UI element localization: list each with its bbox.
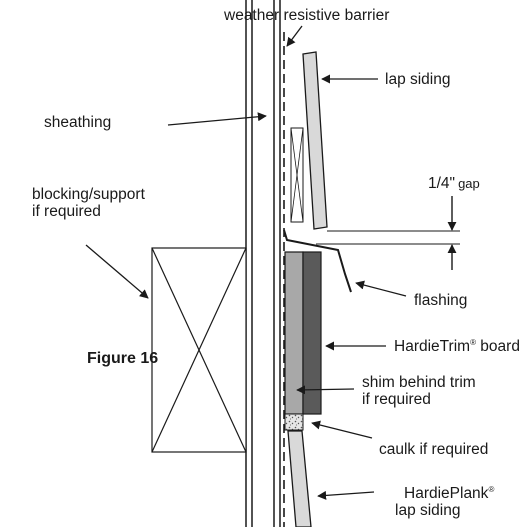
label-sheathing: sheathing [44, 114, 111, 131]
leader-shim [296, 385, 355, 395]
hardieplank-mark: ® [488, 485, 494, 494]
label-caulk: caulk if required [379, 441, 488, 458]
hardietrim-mark: ® [470, 338, 476, 347]
leader-blocking [85, 244, 149, 299]
label-weather-resistive-barrier: weather resistive barrier [223, 7, 389, 24]
leader-sheathing [167, 112, 267, 126]
hardietrim-name: HardieTrim [394, 338, 470, 355]
label-blocking-line1: blocking/support [32, 186, 146, 203]
leader-weather-barrier [286, 25, 303, 47]
blocking-support-block [151, 247, 247, 453]
label-blocking-line2: if required [32, 203, 101, 220]
leader-caulk [311, 420, 373, 439]
label-gap: 1/4"gap [428, 175, 480, 192]
hardietrim-suffix: board [476, 338, 520, 355]
label-hardietrim-board: HardieTrim® board [394, 338, 520, 355]
label-lap-siding: lap siding [385, 71, 451, 88]
label-shim-line2: if required [362, 391, 431, 408]
leader-hardieplank [317, 490, 375, 500]
lower-hardieplank-siding [287, 430, 312, 527]
gap-value: 1/4" [428, 175, 455, 192]
hardietrim-board [302, 251, 322, 415]
label-flashing: flashing [414, 292, 467, 309]
caulk-joint [284, 413, 304, 431]
label-shim-line1: shim behind trim [362, 374, 476, 391]
upper-lap-siding [290, 51, 328, 230]
leader-flashing [355, 280, 407, 297]
hardieplank-name: HardiePlank [404, 485, 489, 502]
z-flashing [283, 229, 352, 293]
label-hardieplank-line2: lap siding [395, 502, 461, 519]
leader-arrows [85, 25, 407, 500]
label-hardieplank-line1: HardiePlank® [404, 485, 494, 502]
gap-word: gap [458, 176, 480, 191]
gap-dimension [316, 196, 460, 270]
wall-section [245, 0, 285, 527]
figure-caption: Figure 16 [87, 350, 158, 367]
